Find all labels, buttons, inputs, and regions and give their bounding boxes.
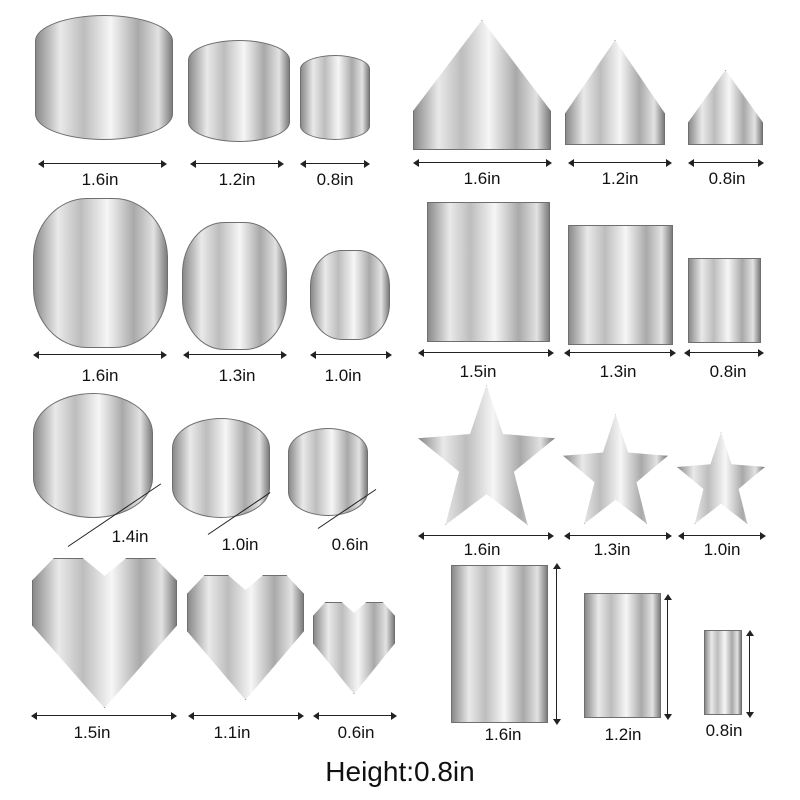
size-label: 1.2in [601, 169, 639, 188]
flower-cutter-medium [182, 222, 287, 350]
size-label: 1.3in [599, 362, 637, 381]
heart-cutter-small [313, 602, 395, 694]
size-label: 0.8in [705, 721, 743, 740]
heart-cutter-medium [187, 575, 304, 700]
dimension-arrow [418, 532, 554, 540]
dimension-arrow [300, 160, 370, 168]
flower-cutter-large [33, 198, 168, 348]
dimension-arrow [688, 159, 764, 167]
dimension-arrow [746, 630, 754, 718]
dimension-arrow [313, 712, 397, 720]
dimension-arrow [553, 563, 561, 725]
star-cutter-medium [563, 414, 668, 524]
square-cutter-small [688, 258, 761, 343]
dimension-arrow [38, 160, 167, 168]
triangle-cutter-large [413, 20, 551, 150]
size-label: 0.8in [316, 170, 354, 189]
size-label: 1.3in [593, 540, 631, 559]
size-label: 1.6in [81, 170, 119, 189]
dimension-arrow [413, 159, 552, 167]
size-label: 1.2in [604, 725, 642, 744]
dimension-arrow [568, 159, 672, 167]
star-cutter-large [418, 385, 555, 525]
dimension-arrow [310, 351, 392, 359]
triangle-cutter-medium [565, 40, 665, 145]
triangle-cutter-small [688, 70, 763, 145]
dimension-arrow [564, 349, 676, 357]
oval-cutter-small [288, 428, 368, 516]
round-cutter-small [300, 55, 370, 140]
size-label: 1.6in [463, 169, 501, 188]
dimension-arrow [564, 532, 672, 540]
size-label: 1.3in [218, 366, 256, 385]
dimension-arrow [684, 349, 764, 357]
size-label: 1.2in [218, 170, 256, 189]
size-label: 1.1in [213, 723, 251, 742]
heart-cutter-large [32, 558, 177, 708]
round-cutter-medium [188, 40, 290, 142]
size-label: 1.6in [463, 540, 501, 559]
flower-cutter-small [310, 250, 390, 340]
rectangle-cutter-medium [584, 593, 661, 718]
size-label: 1.0in [221, 535, 259, 554]
size-label: 1.6in [484, 725, 522, 744]
dimension-arrow [678, 532, 766, 540]
dimension-arrow [188, 712, 304, 720]
square-cutter-medium [568, 225, 673, 345]
size-label: 0.8in [708, 169, 746, 188]
size-label: 1.5in [73, 723, 111, 742]
size-label: 1.0in [703, 540, 741, 559]
rectangle-cutter-large [451, 565, 548, 723]
dimension-arrow [664, 594, 672, 720]
size-label: 1.0in [324, 366, 362, 385]
square-cutter-large [427, 202, 550, 342]
dimension-arrow [183, 351, 287, 359]
size-label: 1.6in [81, 366, 119, 385]
dimension-arrow [31, 712, 177, 720]
size-label: 0.8in [709, 362, 747, 381]
size-label: 0.6in [331, 535, 369, 554]
size-label: 1.5in [459, 362, 497, 381]
size-label: 0.6in [337, 723, 375, 742]
star-cutter-small [677, 432, 765, 524]
oval-cutter-large [33, 393, 153, 518]
height-note: Height:0.8in [325, 756, 475, 787]
size-label: 1.4in [111, 527, 149, 546]
round-cutter-large [35, 15, 173, 140]
dimension-arrow [418, 349, 554, 357]
dimension-arrow [33, 351, 167, 359]
rectangle-cutter-small [704, 630, 742, 715]
dimension-arrow [190, 160, 284, 168]
oval-cutter-medium [172, 418, 270, 518]
